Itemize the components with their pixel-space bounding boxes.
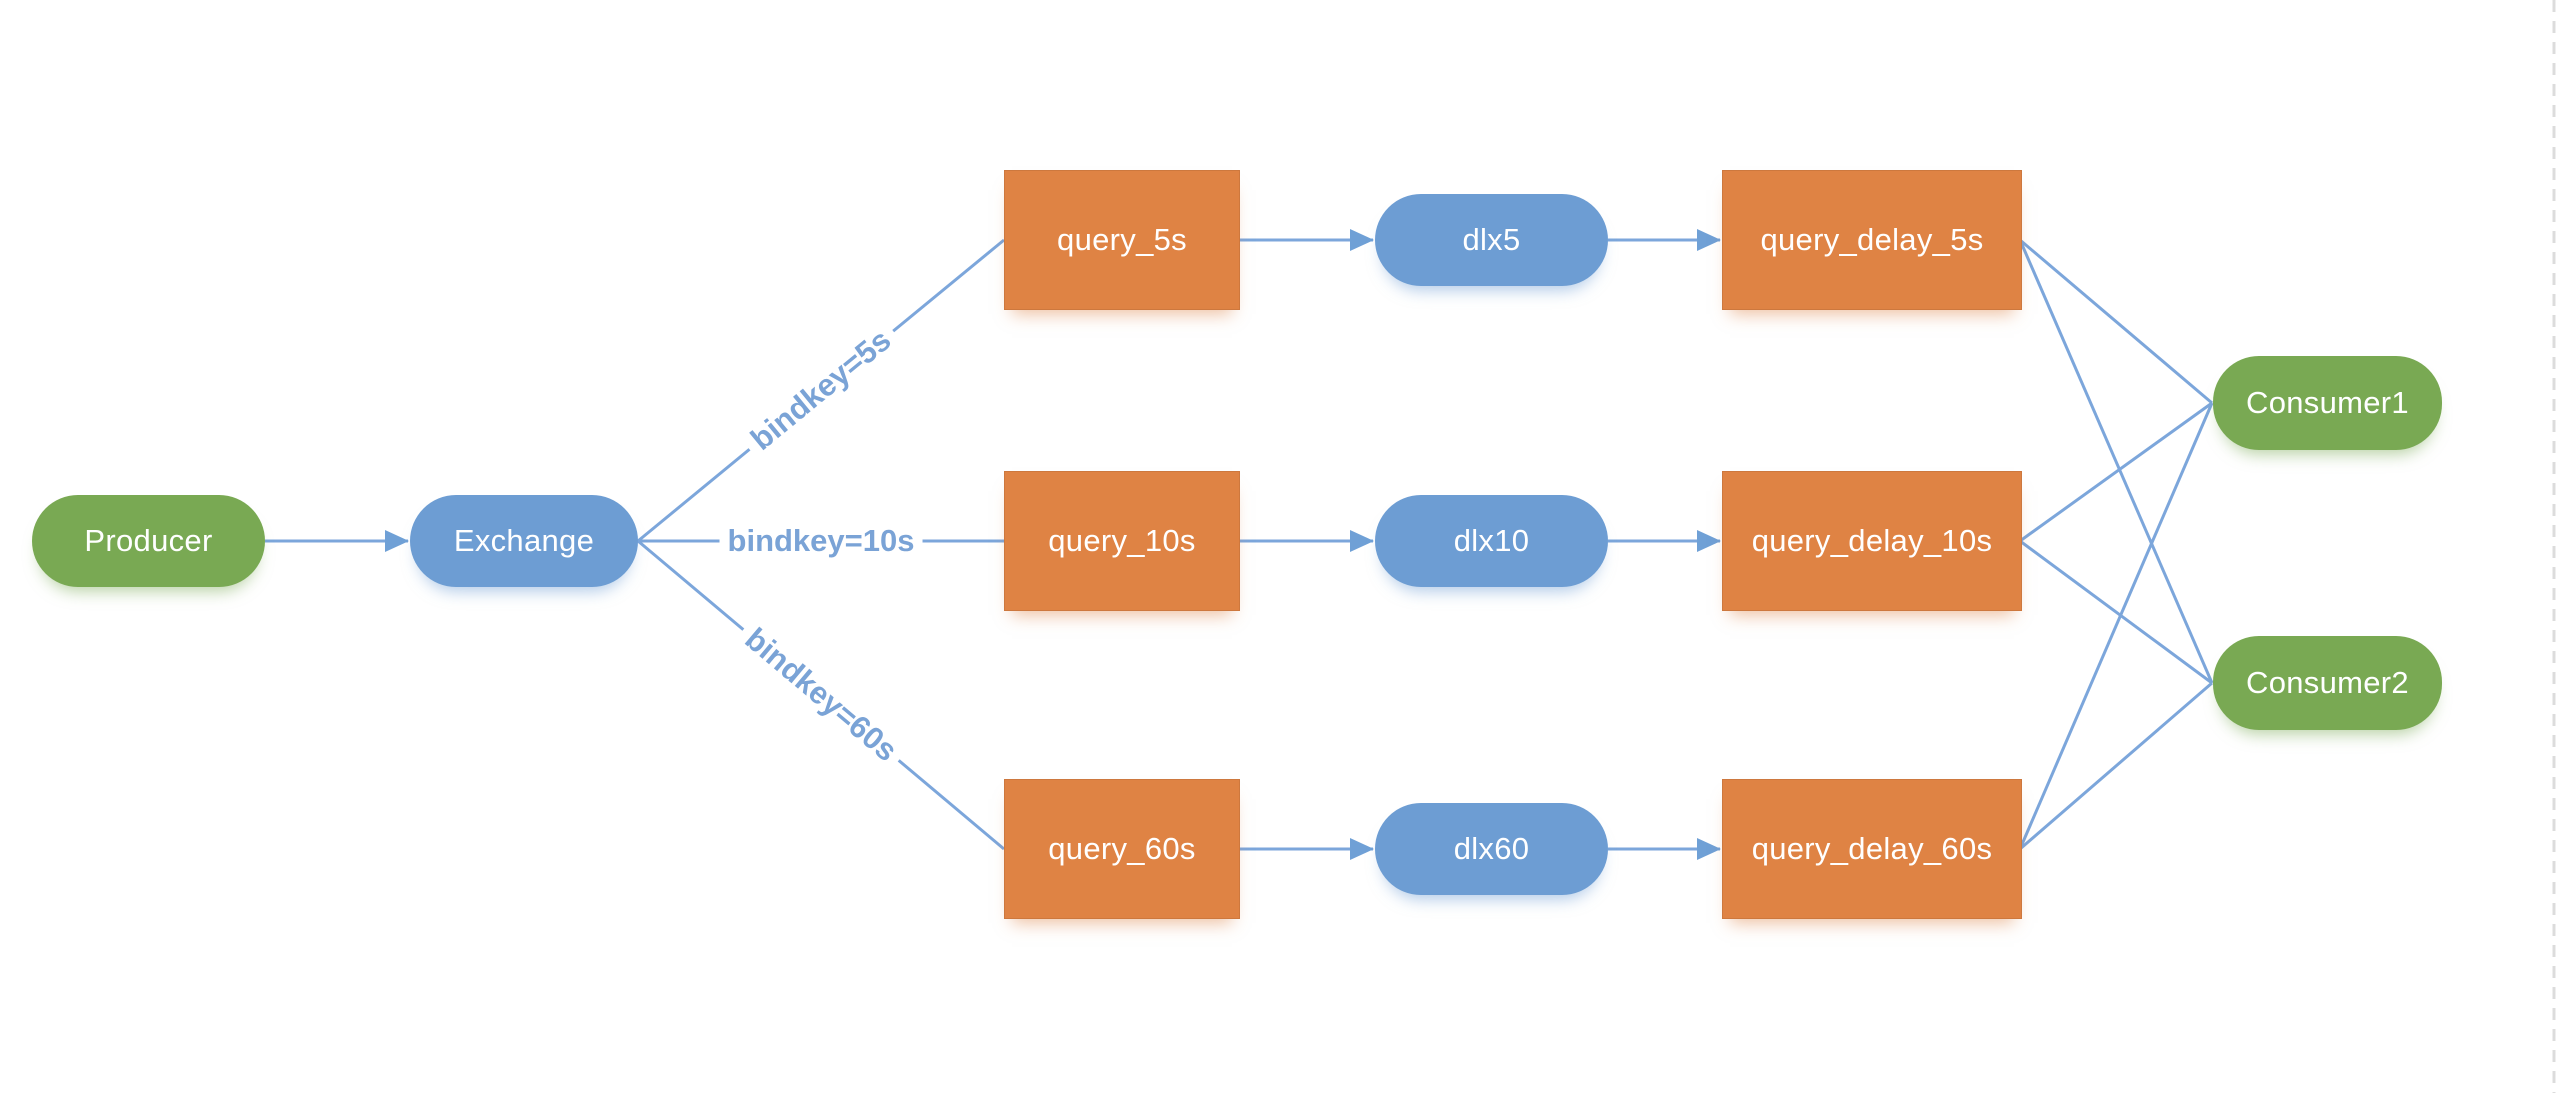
node-query-delay-5s: query_delay_5s bbox=[1722, 170, 2022, 310]
node-dlx5: dlx5 bbox=[1375, 194, 1608, 286]
node-dlx10: dlx10 bbox=[1375, 495, 1608, 587]
node-producer: Producer bbox=[32, 495, 265, 587]
node-consumer1: Consumer1 bbox=[2213, 356, 2442, 450]
edge-query-delay-60s-consumer2 bbox=[2019, 681, 2213, 851]
node-query-5s: query_5s bbox=[1004, 170, 1240, 310]
edge-query-delay-5s-consumer1 bbox=[2019, 238, 2213, 405]
node-query-60s: query_60s bbox=[1004, 779, 1240, 919]
node-query-10s: query_10s bbox=[1004, 471, 1240, 611]
node-query-delay-60s: query_delay_60s bbox=[1722, 779, 2022, 919]
edge-query-delay-60s-consumer1 bbox=[2018, 402, 2214, 850]
edge-query-delay-10s-consumer2 bbox=[2019, 539, 2213, 685]
node-query-delay-10s: query_delay_10s bbox=[1722, 471, 2022, 611]
node-dlx60: dlx60 bbox=[1375, 803, 1608, 895]
edge-query-delay-10s-consumer1 bbox=[2019, 401, 2213, 543]
node-consumer2: Consumer2 bbox=[2213, 636, 2442, 730]
edge-label-bindkey-10s: bindkey=10s bbox=[719, 521, 923, 561]
edge-query-delay-5s-consumer2 bbox=[2018, 239, 2214, 684]
node-exchange: Exchange bbox=[410, 495, 638, 587]
